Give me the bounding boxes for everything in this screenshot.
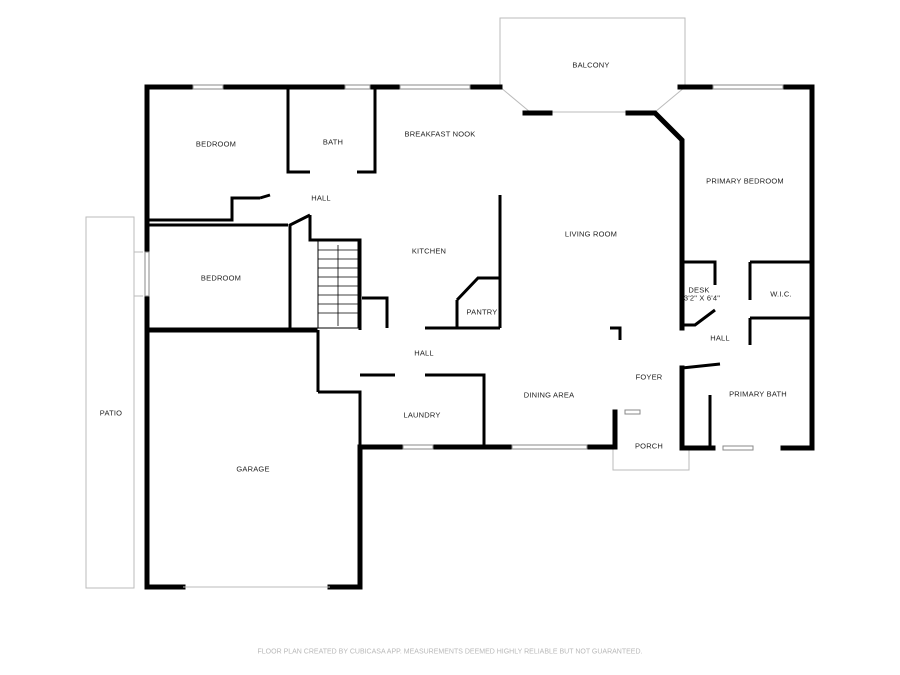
room-label-hall: HALL <box>414 348 434 358</box>
room-label-desk-size: 3'2" X 6'4" <box>683 293 721 303</box>
room-label-bedroom: BEDROOM <box>200 273 242 283</box>
room-label-bath: BATH <box>322 137 344 147</box>
room-label-foyer: FOYER <box>635 372 663 382</box>
room-label-pantry: PANTRY <box>466 307 498 317</box>
room-label-laundry: LAUNDRY <box>403 410 441 420</box>
room-label-porch: PORCH <box>634 441 664 451</box>
patio-outline <box>85 216 135 589</box>
room-label-desk: DESK <box>688 285 710 295</box>
windows <box>144 84 784 451</box>
porch-outline <box>612 447 690 471</box>
walls <box>144 84 815 590</box>
room-label-wic: W.I.C. <box>770 289 792 299</box>
room-label-living-room: LIVING ROOM <box>564 229 618 239</box>
room-label-dining-area: DINING AREA <box>523 390 575 400</box>
room-label-kitchen: KITCHEN <box>411 246 447 256</box>
disclaimer-footer: FLOOR PLAN CREATED BY CUBICASA APP. MEAS… <box>257 648 643 656</box>
room-label-breakfast-nook: BREAKFAST NOOK <box>404 129 476 139</box>
room-label-balcony: BALCONY <box>572 60 610 70</box>
room-label-primary-bedroom: PRIMARY BEDROOM <box>706 176 784 186</box>
room-label-bedroom: BEDROOM <box>195 139 237 149</box>
room-label-patio: PATIO <box>99 408 123 418</box>
room-label-garage: GARAGE <box>236 464 270 474</box>
stairs <box>317 239 359 329</box>
room-label-primary-bath: PRIMARY BATH <box>729 389 787 399</box>
room-label-hall: HALL <box>311 193 331 203</box>
room-label-hall: HALL <box>710 333 730 343</box>
